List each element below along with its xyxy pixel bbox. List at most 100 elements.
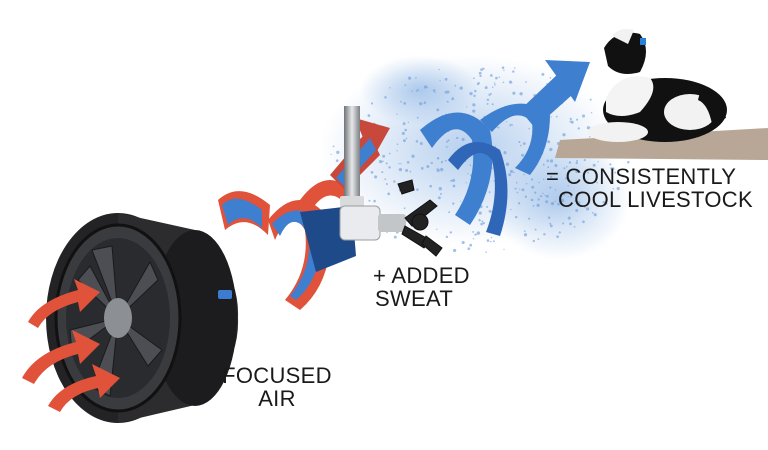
mist-speck	[582, 220, 585, 223]
mist-speck	[416, 188, 419, 191]
mist-speck	[472, 231, 474, 233]
mist-speck	[523, 142, 526, 145]
mist-speck	[408, 122, 409, 123]
mist-speck	[519, 189, 520, 190]
mist-speck	[547, 140, 550, 143]
mist-speck	[400, 163, 401, 164]
mist-speck	[503, 81, 505, 83]
mist-speck	[399, 168, 402, 171]
mist-speck	[388, 166, 390, 168]
mist-speck	[520, 145, 522, 147]
mist-speck	[437, 169, 440, 172]
cool-livestock-label: = CONSISTENTLY COOL LIVESTOCK	[546, 165, 764, 211]
mist-speck	[483, 222, 485, 224]
mist-speck	[571, 121, 574, 124]
mist-speck	[460, 201, 461, 202]
mist-speck	[513, 172, 515, 174]
mist-speck	[510, 124, 512, 126]
mist-speck	[486, 206, 488, 208]
mist-speck	[450, 231, 452, 233]
mist-speck	[451, 97, 454, 100]
mist-speck	[473, 95, 475, 97]
mist-speck	[452, 202, 454, 204]
mist-speck	[382, 161, 384, 163]
mist-speck	[531, 186, 534, 189]
mist-speck	[534, 191, 536, 193]
mist-speck	[424, 101, 426, 103]
mist-speck	[404, 129, 407, 132]
mist-speck	[487, 239, 490, 242]
mist-speck	[570, 118, 572, 120]
mist-speck	[473, 238, 474, 239]
mist-speck	[591, 112, 592, 113]
mist-speck	[528, 218, 530, 220]
mist-speck	[469, 92, 472, 95]
mist-speck	[492, 103, 494, 105]
mist-speck	[436, 108, 439, 111]
mist-speck	[492, 87, 494, 89]
focused-air-label-line-1: FOCUSED	[213, 364, 341, 387]
mist-speck	[517, 192, 519, 194]
mist-speck	[503, 249, 504, 250]
mist-speck	[582, 114, 585, 117]
mist-speck	[491, 237, 493, 239]
mist-speck	[495, 146, 496, 147]
mist-speck	[396, 150, 397, 151]
mist-speck	[411, 90, 412, 91]
mist-speck	[480, 223, 483, 226]
mist-speck	[467, 247, 470, 250]
mist-speck	[400, 101, 402, 103]
mist-speck	[424, 85, 427, 88]
mist-speck	[387, 193, 390, 196]
added-sweat-label-line-1: + ADDED	[373, 264, 483, 287]
mist-speck	[556, 116, 558, 118]
mist-speck	[515, 216, 517, 218]
mist-speck	[576, 119, 578, 121]
mist-speck	[498, 127, 500, 129]
mist-speck	[533, 205, 535, 207]
mist-speck	[479, 72, 482, 75]
focused-air-label-line-2: AIR	[213, 387, 341, 410]
mist-speck	[374, 175, 377, 178]
mist-speck	[550, 77, 552, 79]
mist-speck	[542, 193, 543, 194]
mist-speck	[445, 78, 448, 81]
added-sweat-label-line-2: SWEAT	[373, 287, 483, 310]
mist-speck	[441, 162, 442, 163]
mist-speck	[408, 77, 411, 80]
mist-speck	[396, 113, 397, 114]
mist-speck	[386, 162, 388, 164]
mist-speck	[379, 160, 381, 162]
mist-speck	[404, 84, 406, 86]
mist-speck	[516, 182, 518, 184]
mist-speck	[389, 87, 390, 88]
mist-speck	[469, 164, 471, 166]
mist-speck	[502, 66, 505, 69]
mist-speck	[506, 163, 509, 166]
mist-speck	[406, 138, 408, 140]
mist-speck	[550, 225, 553, 228]
mist-speck	[494, 84, 496, 86]
mist-speck	[373, 200, 376, 203]
mist-speck	[333, 145, 335, 147]
mist-speck	[538, 182, 540, 184]
mist-speck	[490, 211, 492, 213]
mist-speck	[448, 139, 450, 141]
mist-speck	[485, 86, 488, 89]
mist-speck	[472, 103, 475, 106]
mist-speck	[452, 179, 455, 182]
mist-speck	[551, 116, 552, 117]
mist-speck	[411, 155, 414, 158]
mist-speck	[590, 99, 592, 101]
mist-speck	[439, 69, 440, 70]
mist-speck	[454, 85, 456, 87]
mist-speck	[431, 162, 433, 164]
mist-speck	[446, 146, 448, 148]
mist-speck	[523, 174, 525, 176]
mist-speck	[417, 117, 419, 119]
mist-speck	[514, 67, 515, 68]
mist-speck	[537, 238, 539, 240]
mist-speck	[417, 89, 419, 91]
